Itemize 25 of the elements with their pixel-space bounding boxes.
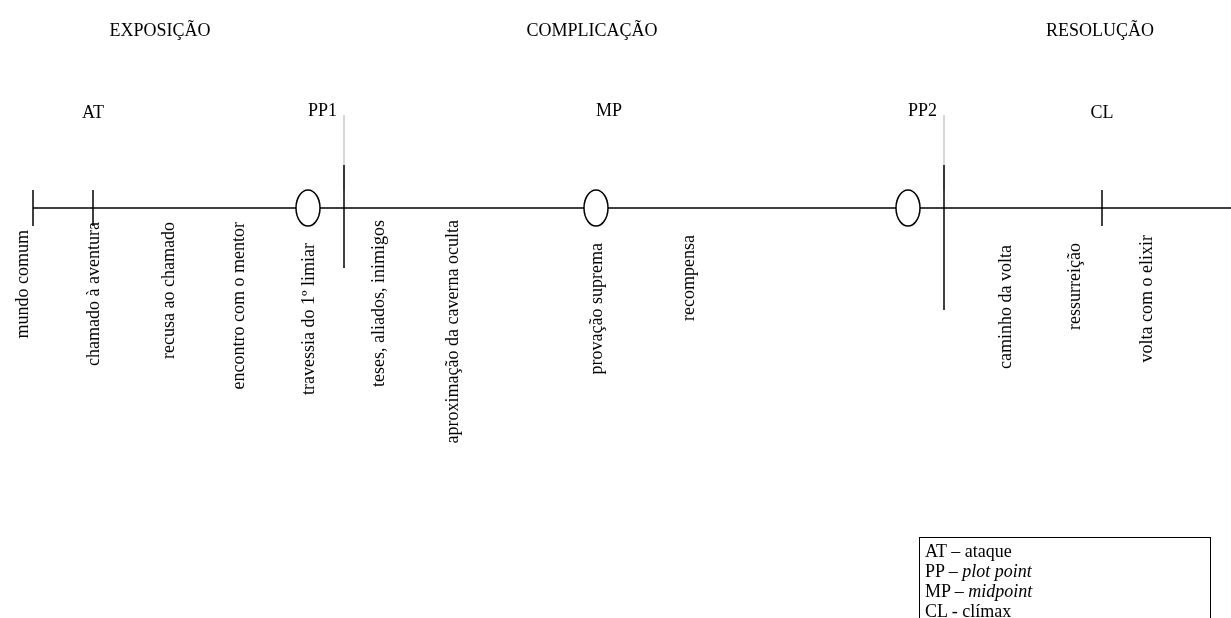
stage-label: travessia do 1º limiar bbox=[297, 243, 319, 396]
stage-label: caminho da volta bbox=[994, 245, 1016, 369]
legend-entry: CL - clímax bbox=[925, 601, 1013, 618]
point-label: PP1 bbox=[308, 100, 338, 121]
section-heading: RESOLUÇÃO bbox=[1046, 19, 1154, 41]
section-heading: EXPOSIÇÃO bbox=[109, 19, 211, 41]
section-heading: COMPLICAÇÃO bbox=[526, 19, 658, 41]
stage-label: encontro com o mentor bbox=[227, 222, 249, 390]
stage-label: recusa ao chamado bbox=[157, 222, 179, 359]
stage-label: recompensa bbox=[677, 235, 699, 321]
stage-label: volta com o elixir bbox=[1135, 235, 1157, 363]
point-label: PP2 bbox=[908, 100, 938, 121]
legend-entry: PP – plot point bbox=[925, 561, 1033, 581]
point-label: AT bbox=[82, 101, 104, 123]
stage-label: aproximação da caverna oculta bbox=[441, 220, 463, 444]
stage-label: teses, aliados, inimigos bbox=[367, 220, 389, 387]
point-label: MP bbox=[596, 100, 622, 121]
stage-label: mundo comum bbox=[11, 230, 33, 339]
legend-entry: MP – midpoint bbox=[925, 581, 1034, 601]
stage-label: provação suprema bbox=[585, 243, 607, 375]
stage-label: chamado à aventura bbox=[82, 222, 104, 366]
point-label: CL bbox=[1090, 101, 1114, 123]
legend-entry: AT – ataque bbox=[925, 541, 1013, 561]
legend-box bbox=[919, 537, 1211, 618]
stage-label: ressurreição bbox=[1063, 243, 1085, 330]
